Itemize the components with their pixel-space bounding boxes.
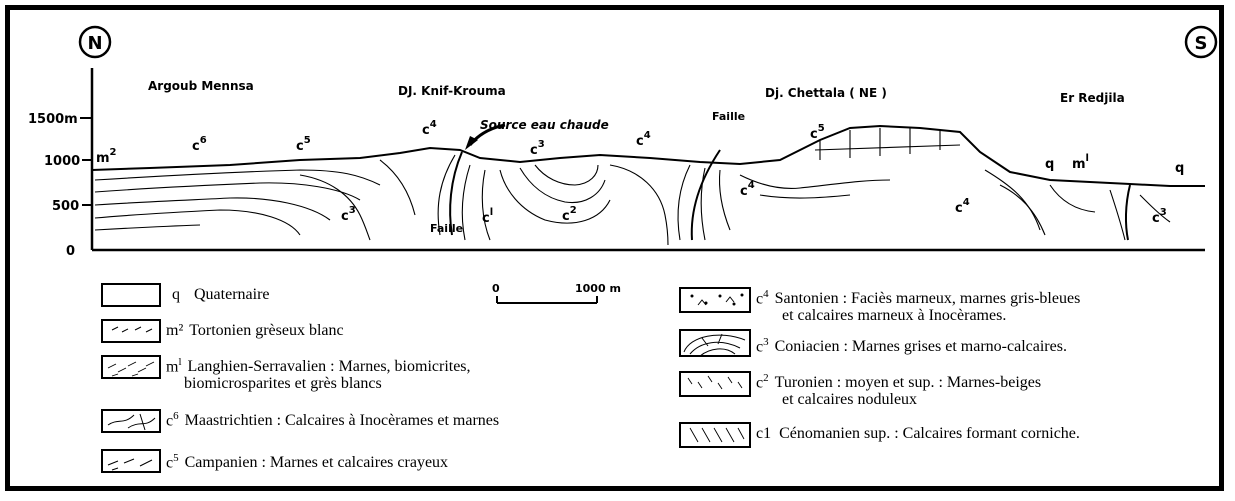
scale-zero: 0 [492, 282, 500, 295]
tick-label-1500: 1500m [28, 112, 78, 127]
unit-m2: m2 [96, 147, 117, 166]
unit-c3c: c3 [1152, 207, 1167, 226]
unit-c4d: c4 [955, 197, 970, 216]
legend-swatch-c5 [102, 450, 160, 472]
fault-line-3 [1126, 185, 1130, 240]
north-indicator: N [80, 27, 110, 57]
unit-c3b: c3 [530, 139, 545, 158]
unit-c5a: c5 [296, 135, 311, 154]
legend-swatch-m2 [102, 320, 160, 342]
legend-swatch-c1 [680, 423, 750, 447]
unit-c2: c2 [562, 205, 577, 224]
place-knif-krouma: DJ. Knif-Krouma [398, 84, 506, 98]
fault-label-bottom: Faille [430, 222, 463, 235]
scale-bar: 0 1000 m [492, 282, 621, 303]
fault-label-top: Faille [712, 110, 745, 123]
legend-swatch-q [102, 284, 160, 306]
unit-c4b: c4 [636, 130, 651, 149]
unit-c4a: c4 [422, 119, 437, 138]
place-chettala: Dj. Chettala ( NE ) [765, 86, 887, 100]
unit-q1: q [1045, 157, 1054, 172]
place-argoub-mennsa: Argoub Mennsa [148, 79, 254, 93]
unit-c6: c6 [192, 135, 207, 154]
south-label: S [1195, 33, 1208, 54]
faults [450, 150, 1130, 240]
south-indicator: S [1186, 27, 1216, 57]
place-er-redjila: Er Redjila [1060, 91, 1125, 105]
tick-label-1000: 1000 [44, 154, 80, 169]
hot-spring-label: Source eau chaude [480, 118, 609, 132]
unit-q2: q [1175, 161, 1184, 176]
legend-swatch-c4 [680, 288, 750, 312]
section-unit-labels: m2 c6 c5 c4 c3 c3 cl c2 c4 c4 c5 c4 c3 q… [96, 119, 1184, 226]
legend-right [680, 288, 750, 447]
unit-c1: cl [482, 207, 493, 226]
elevation-axis: 1500m 1000 500 0 [28, 68, 1205, 259]
north-label: N [87, 33, 102, 54]
scale-length: 1000 m [575, 282, 621, 295]
unit-m1: ml [1072, 153, 1089, 172]
legend-left [102, 284, 160, 472]
strata-hatching [95, 128, 1170, 245]
unit-c4c: c4 [740, 180, 755, 199]
unit-c3a: c3 [341, 205, 356, 224]
tick-label-500: 500 [52, 199, 79, 214]
tick-label-0: 0 [66, 244, 75, 259]
